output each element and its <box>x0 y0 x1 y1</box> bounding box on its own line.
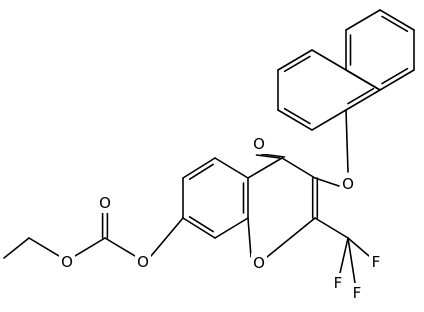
atom-label: O <box>253 254 265 272</box>
bond <box>104 237 136 257</box>
bond <box>247 157 283 179</box>
bond <box>260 153 286 158</box>
bond <box>281 157 316 179</box>
atom-label: F <box>353 284 362 302</box>
bond <box>347 87 375 105</box>
bond <box>314 217 349 239</box>
bond <box>188 163 214 180</box>
atom-label: O <box>61 253 73 271</box>
atom-label: F <box>372 253 381 271</box>
bond <box>182 217 216 239</box>
atom-ether-oxygen: O <box>340 174 356 194</box>
bond <box>345 69 381 91</box>
bond <box>314 177 340 187</box>
atom-ring-oxygen: O <box>251 253 267 273</box>
bond <box>182 157 216 179</box>
bond <box>74 237 106 257</box>
bond <box>247 217 252 258</box>
atom-carbonate-ether-oxygen: O <box>59 252 75 272</box>
atom-label: O <box>253 135 265 153</box>
bond <box>28 237 60 257</box>
bond <box>277 109 313 131</box>
bond <box>345 89 381 111</box>
atom-label: F <box>334 274 343 292</box>
atom-fluorine-3: F <box>350 283 364 303</box>
bond <box>379 69 415 91</box>
bond <box>3 237 30 259</box>
bond <box>311 109 347 131</box>
bond <box>381 15 409 33</box>
bond <box>381 67 409 85</box>
bond <box>214 217 249 239</box>
bond <box>311 49 347 71</box>
bond <box>283 107 311 125</box>
bond <box>347 237 370 257</box>
bond <box>379 9 415 31</box>
bond <box>150 217 184 257</box>
atom-carbonate-carbonyl-oxygen: O <box>97 193 113 213</box>
bond <box>347 237 356 284</box>
atom-label: O <box>137 253 149 271</box>
bond <box>277 49 313 71</box>
bond <box>283 55 311 73</box>
atom-fluorine-1: F <box>369 252 383 272</box>
bond <box>188 216 214 233</box>
bond <box>345 9 381 31</box>
bond <box>345 109 349 173</box>
bond <box>255 154 281 159</box>
bond <box>266 217 316 258</box>
atom-ester-oxygen: O <box>135 252 151 272</box>
atom-label: O <box>99 194 111 212</box>
atom-label: O <box>342 175 354 193</box>
atom-fluorine-2: F <box>331 273 345 293</box>
bond <box>339 237 349 274</box>
bond <box>214 157 249 179</box>
atom-carbonyl-oxygen: O <box>251 134 267 154</box>
bond-lines <box>3 9 415 284</box>
